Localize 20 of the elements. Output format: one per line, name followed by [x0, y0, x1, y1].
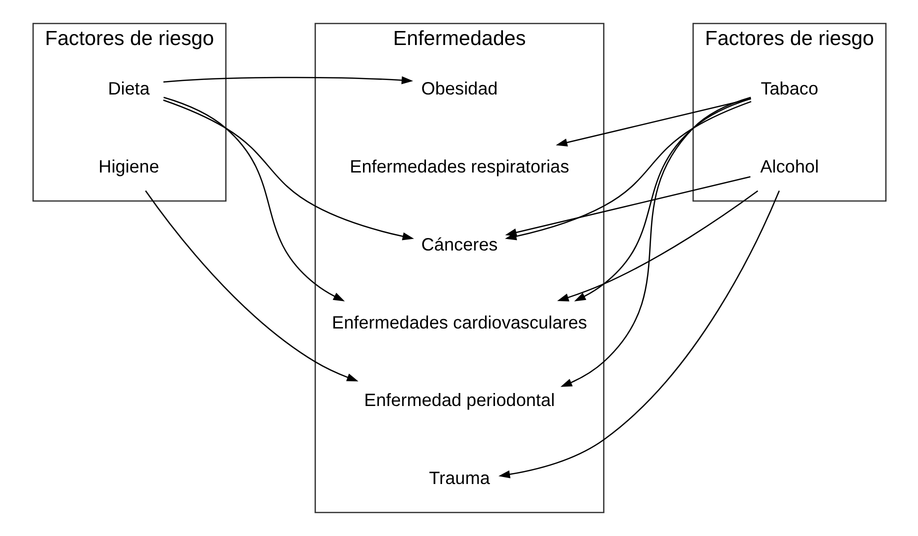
- node-text: Enfermedades cardiovasculares: [331, 312, 587, 332]
- arrow: [504, 176, 750, 236]
- arrow: [574, 98, 750, 302]
- arrow: [556, 190, 758, 302]
- arrow: [144, 190, 358, 382]
- arrow: [560, 96, 750, 387]
- node-text: Enfermedades respiratorias: [349, 156, 569, 177]
- node-text: Higiene: [98, 156, 159, 177]
- arrow: [555, 98, 751, 146]
- node-text: Alcohol: [760, 156, 818, 177]
- arrow: [498, 190, 780, 478]
- arrow: [162, 76, 413, 84]
- node-text: Dieta: [108, 78, 150, 99]
- arrow: [162, 96, 344, 302]
- node-text: Cánceres: [420, 234, 498, 254]
- node-text: Enfermedad periodontal: [364, 390, 554, 410]
- node-text: Obesidad: [420, 78, 498, 99]
- node-text: Trauma: [428, 468, 490, 488]
- node-text: Tabaco: [760, 78, 818, 99]
- arrow: [162, 100, 414, 240]
